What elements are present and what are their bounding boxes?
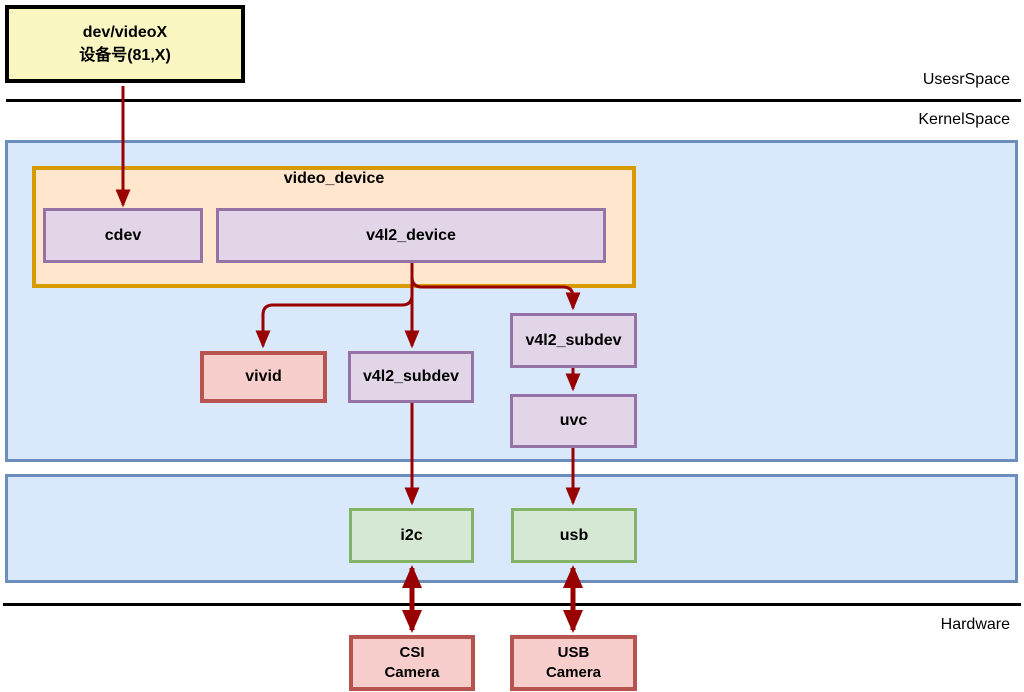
i2c-node: i2c <box>349 508 474 563</box>
csi-camera-line2: Camera <box>384 664 440 681</box>
usb-camera-node: USB Camera <box>510 635 637 691</box>
i2c-label: i2c <box>400 526 423 544</box>
vivid-node: vivid <box>200 351 327 403</box>
v4l2-subdev-right-node: v4l2_subdev <box>510 313 637 368</box>
video-device-title: video_device <box>283 170 385 187</box>
vivid-label: vivid <box>245 368 282 386</box>
usb-camera-line2: Camera <box>545 664 602 681</box>
userspace-label: UsesrSpace <box>922 71 1010 88</box>
usb-label: usb <box>559 526 589 544</box>
v4l2-subdev-mid-node: v4l2_subdev <box>348 351 474 403</box>
dev-videox-line1: dev/videoX <box>82 23 168 41</box>
userspace-kernelspace-divider <box>6 99 1021 102</box>
kernelspace-hardware-divider <box>3 603 1021 606</box>
dev-videox-node: dev/videoX 设备号(81,X) <box>5 5 245 83</box>
uvc-node: uvc <box>510 394 637 448</box>
kernelspace-label: KernelSpace <box>918 111 1010 128</box>
uvc-label: uvc <box>559 412 588 430</box>
cdev-label: cdev <box>104 226 142 244</box>
v4l2-subdev-right-label: v4l2_subdev <box>525 331 622 349</box>
v4l2-device-label: v4l2_device <box>366 226 456 244</box>
dev-videox-line2: 设备号(81,X) <box>79 47 171 64</box>
usb-node: usb <box>511 508 637 563</box>
v4l2-subdev-mid-label: v4l2_subdev <box>362 368 460 386</box>
v4l2-device-node: v4l2_device <box>216 208 606 263</box>
hardware-label: Hardware <box>940 616 1010 633</box>
csi-camera-line1: CSI <box>399 643 425 661</box>
cdev-node: cdev <box>43 208 203 263</box>
usb-camera-line1: USB <box>557 643 590 661</box>
csi-camera-node: CSI Camera <box>349 635 475 691</box>
